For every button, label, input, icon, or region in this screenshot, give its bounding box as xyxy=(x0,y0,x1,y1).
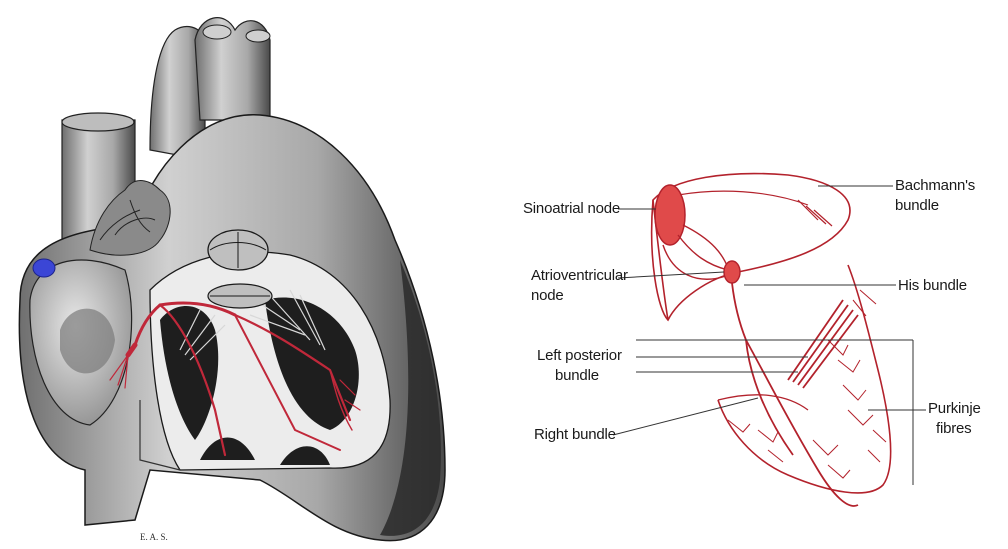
atrioventricular-node-shape xyxy=(724,261,740,283)
label-his-bundle: His bundle xyxy=(898,276,967,296)
sa-node-marker xyxy=(33,259,55,277)
pulmonary-valve xyxy=(208,284,272,308)
label-right-bundle: Right bundle xyxy=(534,425,616,445)
label-sinoatrial-node: Sinoatrial node xyxy=(523,199,620,219)
aortic-valve xyxy=(208,230,268,270)
sinoatrial-node-shape xyxy=(655,185,685,245)
illustrator-signature: E. A. S. xyxy=(140,532,168,542)
ventricle-outline xyxy=(718,265,891,493)
vena-cava-opening xyxy=(62,113,134,131)
label-purkinje-fibres: Purkinje fibres xyxy=(928,399,981,439)
anatomical-heart-illustration: E. A. S. xyxy=(0,0,470,549)
label-left-posterior-bundle: Left posterior bundle xyxy=(537,346,622,386)
label-atrioventricular-node: Atrioventricular node xyxy=(531,266,628,306)
bachmanns-bundle-fibres xyxy=(678,191,832,226)
label-bachmanns-bundle: Bachmann's bundle xyxy=(895,176,975,216)
